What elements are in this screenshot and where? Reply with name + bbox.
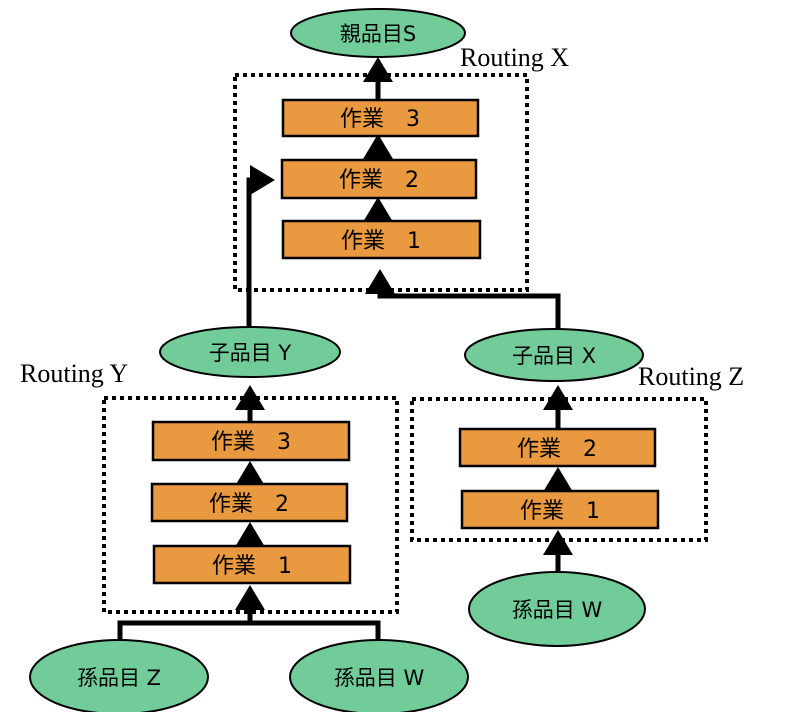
edge-childy-to-x2 xyxy=(246,165,275,330)
routing-y-task-3[interactable]: 作業 3 xyxy=(151,420,351,462)
task-label: 作業 1 xyxy=(520,499,600,524)
task-label: 作業 3 xyxy=(340,107,420,132)
routing-y-task-2[interactable]: 作業 2 xyxy=(150,482,349,523)
item-label: 子品目 X xyxy=(512,344,596,368)
item-label: 孫品目 W xyxy=(334,666,425,690)
routing-z-label: Routing Z xyxy=(638,362,744,391)
routing-x-label: Routing X xyxy=(460,43,569,72)
item-grandchild-w-right[interactable]: 孫品目 W xyxy=(468,571,646,647)
edge-childx-to-x1 xyxy=(365,269,561,330)
item-grandchild-z[interactable]: 孫品目 Z xyxy=(29,639,209,712)
task-label: 作業 1 xyxy=(212,554,292,579)
item-child-x[interactable]: 子品目 X xyxy=(464,328,644,382)
item-label: 孫品目 W xyxy=(512,598,603,622)
routing-x-task-1[interactable]: 作業 1 xyxy=(281,219,482,260)
item-label: 孫品目 Z xyxy=(77,666,161,690)
item-grandchild-w-left[interactable]: 孫品目 W xyxy=(289,639,469,712)
task-label: 作業 2 xyxy=(339,168,419,193)
task-label: 作業 2 xyxy=(209,492,289,517)
item-child-y[interactable]: 子品目 Y xyxy=(159,326,341,378)
routing-x-task-2[interactable]: 作業 2 xyxy=(280,158,478,200)
task-label: 作業 2 xyxy=(517,437,597,462)
item-label: 子品目 Y xyxy=(209,341,292,365)
task-label: 作業 1 xyxy=(341,229,421,254)
routing-z-task-2[interactable]: 作業 2 xyxy=(458,427,657,468)
routing-x-task-3[interactable]: 作業 3 xyxy=(281,98,480,138)
item-label: 親品目S xyxy=(340,22,416,46)
item-parent-s[interactable]: 親品目S xyxy=(290,8,466,58)
routing-y-task-1[interactable]: 作業 1 xyxy=(152,544,352,585)
routing-y-label: Routing Y xyxy=(20,359,128,388)
routing-z-task-1[interactable]: 作業 1 xyxy=(460,489,660,530)
task-label: 作業 3 xyxy=(211,430,291,455)
